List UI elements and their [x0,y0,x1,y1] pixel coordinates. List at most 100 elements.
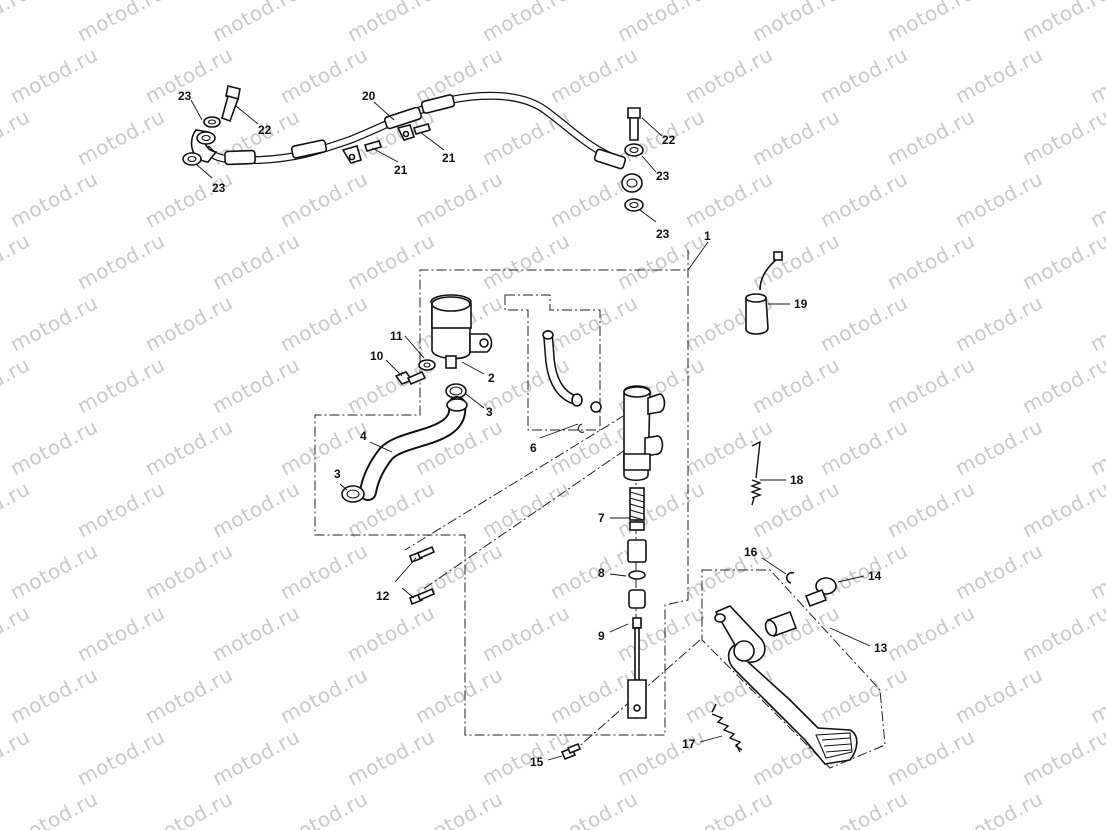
callout-14: 14 [868,569,882,583]
watermark-text: motod.ru [883,352,979,418]
watermark-text: motod.ru [6,414,102,480]
watermark-text: motod.ru [613,600,709,666]
watermark-text: motod.ru [343,0,439,46]
watermark-text: motod.ru [883,104,979,170]
watermark-text: motod.ru [1018,600,1106,666]
master-cylinder [409,385,666,761]
watermark-text: motod.ru [478,228,574,294]
watermark-text: motod.ru [951,538,1047,604]
watermark-text: motod.ru [816,414,912,480]
watermark-text: motod.ru [951,290,1047,356]
return-spring-18 [750,440,762,506]
watermark-text: motod.ru [478,600,574,666]
callout-9: 9 [598,629,605,643]
watermark-text: motod.ru [1086,538,1106,604]
callout-19: 19 [794,297,808,311]
pipe-group [542,330,602,433]
watermark-text: motod.ru [883,600,979,666]
watermark-text: motod.ru [1086,166,1106,232]
watermark-text: motod.ru [1018,0,1106,46]
watermark-text: motod.ru [748,352,844,418]
watermark-text: motod.ru [816,42,912,108]
callout-3-upper: 3 [486,405,493,419]
callout-22-left: 22 [258,123,272,137]
watermark-text: motod.ru [681,42,777,108]
watermark-text: motod.ru [6,42,102,108]
callout-16: 16 [744,545,758,559]
callout-labels: 1 2 3 3 4 6 7 8 9 10 11 12 13 14 15 16 1… [178,89,888,769]
callout-8: 8 [598,566,605,580]
leader-lines [190,99,871,761]
watermark-text: motod.ru [883,476,979,542]
watermark-text: motod.ru [73,724,169,790]
watermark-text: motod.ru [951,414,1047,480]
watermark-text: motod.ru [681,538,777,604]
brake-pedal-group [711,571,858,765]
watermark-text: motod.ru [0,104,34,170]
watermark-text: motod.ru [0,724,34,790]
watermark-text: motod.ru [141,414,237,480]
watermark-text: motod.ru [546,290,642,356]
watermark-text: motod.ru [951,42,1047,108]
watermark-text: motod.ru [208,600,304,666]
watermark-text: motod.ru [681,786,777,830]
callout-23-bottom-left: 23 [212,181,226,195]
watermark-text: motod.ru [411,662,507,728]
watermark-text: motod.ru [613,724,709,790]
watermark-text: motod.ru [1018,228,1106,294]
watermark-text: motod.ru [1018,352,1106,418]
callout-1: 1 [704,229,711,243]
watermark-text: motod.ru [208,352,304,418]
watermark-text: motod.ru [6,538,102,604]
callout-18: 18 [790,473,804,487]
watermark-text: motod.ru [73,352,169,418]
watermark-text: motod.ru [343,228,439,294]
callout-15: 15 [530,755,544,769]
watermark-text: motod.ru [613,0,709,46]
watermark-text: motod.ru [73,0,169,46]
watermark-text: motod.ru [478,476,574,542]
watermark-text: motod.ru [478,104,574,170]
callout-6: 6 [530,441,537,455]
watermark-text: motod.ru [0,600,34,666]
watermark-text: motod.ru [276,786,372,830]
watermark-text: motod.ru [883,0,979,46]
callout-21-left: 21 [394,163,408,177]
watermark-text: motod.ru [208,724,304,790]
callout-10: 10 [370,349,384,363]
watermark-text: motod.ru [1086,414,1106,480]
watermark-text: motod.ru [276,290,372,356]
watermark-text: motod.ru [546,42,642,108]
watermark-text: motod.ru [6,290,102,356]
watermark-text: motod.ru [411,786,507,830]
watermark-text: motod.ru [951,786,1047,830]
watermark-text: motod.ru [141,290,237,356]
watermark-text: motod.ru [951,166,1047,232]
watermark-text: motod.ru [141,538,237,604]
watermark-text: motod.ru [276,538,372,604]
watermark-text: motod.ru [1086,786,1106,830]
watermark-text: motod.ru [276,662,372,728]
watermark-text: motod.ru [73,104,169,170]
brake-hose-assembly [182,85,644,212]
callout-12: 12 [376,589,390,603]
watermark-text: motod.ru [208,476,304,542]
watermark-text: motod.ru [816,290,912,356]
watermark-text: motod.ru [681,166,777,232]
watermark-text: motod.ru [883,724,979,790]
watermark-text: motod.ru [0,352,34,418]
watermark-text: motod.ru [73,228,169,294]
watermark-text: motod.ru [6,662,102,728]
watermark-text: motod.ru [1018,476,1106,542]
watermark-text: motod.ru [73,600,169,666]
watermark-text: motod.ru [816,786,912,830]
watermark-text: motod.ru [0,0,34,46]
watermark-text: motod.ru [411,166,507,232]
callout-13: 13 [874,641,888,655]
watermark-text: motod.ru [748,104,844,170]
callout-4: 4 [360,429,367,443]
callout-22-right: 22 [662,133,676,147]
watermark-text: motod.ru [343,724,439,790]
watermark-text: motod.ru [208,0,304,46]
